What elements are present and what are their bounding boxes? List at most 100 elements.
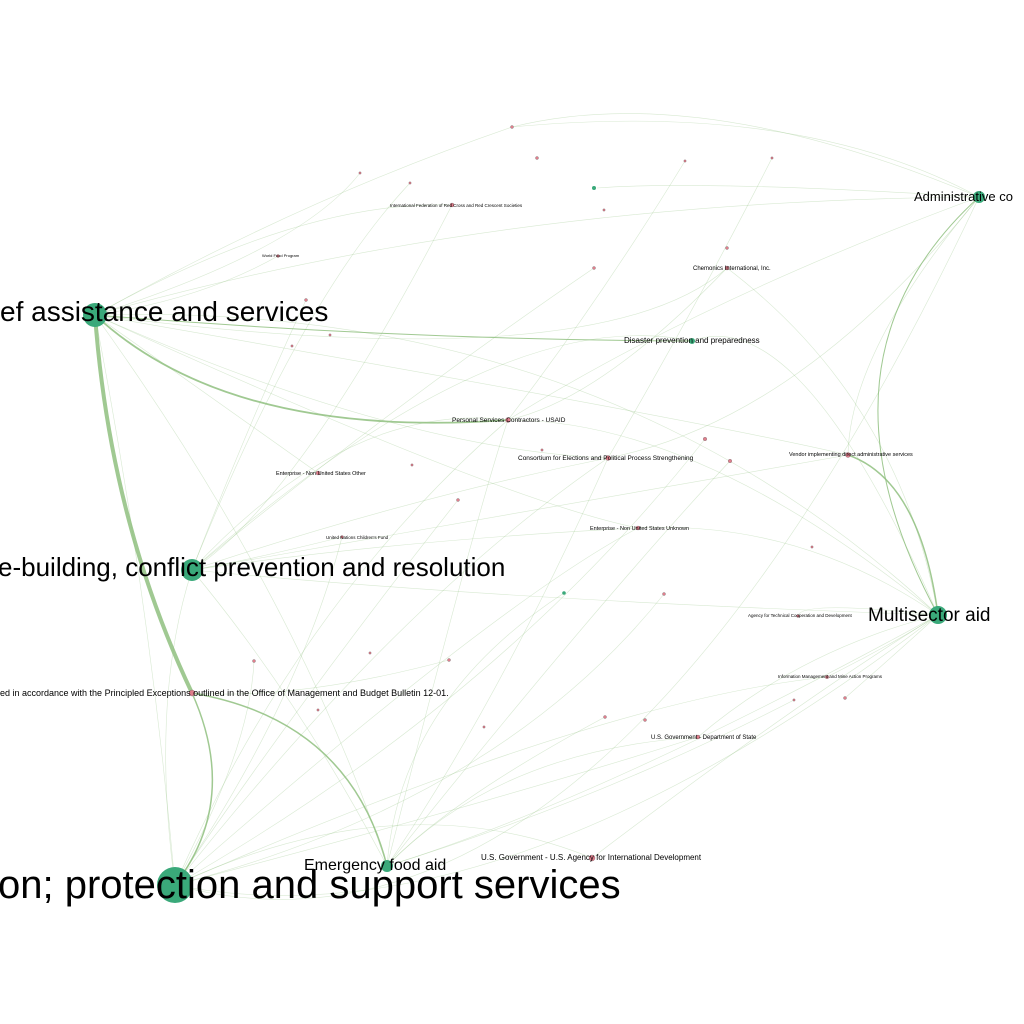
edge [596, 185, 980, 198]
hub-relief-node[interactable] [83, 303, 107, 327]
edge-relief-omb [93, 314, 194, 694]
disaster-node[interactable] [689, 338, 695, 344]
edge [174, 593, 665, 886]
org-node[interactable] [358, 171, 362, 175]
edge [94, 314, 849, 456]
org-node[interactable] [535, 156, 539, 160]
hub-food-label: Emergency food aid [304, 857, 446, 874]
edge [826, 614, 939, 678]
org-node[interactable] [290, 344, 294, 348]
org-node[interactable] [643, 718, 647, 722]
hub-peace-label: e-building, conflict prevention and reso… [0, 552, 505, 582]
edge [94, 126, 513, 316]
edge [174, 824, 593, 886]
org-node[interactable] [482, 725, 486, 729]
hub-admin-node[interactable] [973, 191, 985, 203]
omb-exception-node[interactable] [188, 689, 196, 697]
cepps-label: Consortium for Elections and Political P… [518, 455, 694, 462]
org-node[interactable] [683, 159, 687, 163]
org-node[interactable] [770, 156, 774, 160]
edge [174, 419, 509, 886]
hub-peace-node[interactable] [181, 559, 203, 581]
edge [174, 196, 980, 900]
omb-exception-label: ed in accordance with the Principled Exc… [0, 688, 449, 698]
org-node[interactable] [510, 125, 514, 129]
wfp-node[interactable] [276, 254, 280, 258]
org-node[interactable] [603, 715, 607, 719]
org-node[interactable] [328, 333, 332, 337]
label-layer: ef assistance and services e-building, c… [0, 189, 1013, 907]
org-node[interactable] [703, 437, 707, 441]
edge [797, 607, 939, 617]
org-node[interactable] [725, 246, 729, 250]
org-node[interactable] [592, 266, 596, 270]
unicef-node[interactable] [340, 535, 344, 539]
edge [511, 113, 980, 198]
edge [607, 196, 980, 459]
vendor-admin-label: Vendor implementing direct administrativ… [789, 452, 913, 458]
ifrc-node[interactable] [449, 202, 455, 208]
edge [174, 527, 639, 886]
org-node[interactable] [410, 463, 414, 467]
edge [94, 314, 939, 616]
edge [94, 314, 639, 529]
edge [174, 499, 459, 886]
org-node[interactable] [843, 696, 847, 700]
cepps-node[interactable] [605, 455, 611, 461]
state-dept-node[interactable] [695, 734, 701, 740]
edge-omb-protection [174, 692, 214, 886]
edge-multisector-vendor [847, 454, 939, 616]
edge [386, 716, 606, 867]
org-node[interactable] [602, 208, 606, 212]
hub-protection-label: on; protection and support services [0, 863, 621, 907]
chemonics-node[interactable] [724, 265, 730, 271]
non-us-unknown-node[interactable] [635, 525, 641, 531]
edge [174, 676, 828, 886]
edge [94, 196, 980, 316]
org-node[interactable] [304, 298, 308, 302]
edge [94, 267, 728, 340]
hub-multisector-node[interactable] [929, 606, 947, 624]
org-node[interactable] [456, 498, 460, 502]
org-node[interactable] [368, 651, 372, 655]
org-node[interactable] [810, 545, 814, 549]
org-node[interactable] [662, 592, 666, 596]
chemonics-label: Chemonics International, Inc. [693, 266, 771, 272]
org-node[interactable] [252, 659, 256, 663]
sector-node[interactable] [562, 591, 566, 595]
org-node[interactable] [316, 708, 320, 712]
usaid-gov-node[interactable] [588, 854, 596, 862]
edge [191, 527, 639, 571]
edge [386, 419, 509, 867]
edge-admin-multisector [877, 196, 980, 616]
org-node[interactable] [408, 181, 412, 185]
org-node[interactable] [728, 459, 732, 463]
edge-relief-disaster [94, 314, 693, 342]
edge [386, 460, 731, 867]
hub-relief-label: ef assistance and services [0, 296, 328, 327]
hub-food-node[interactable] [381, 860, 393, 872]
edge [386, 592, 565, 867]
immap-node[interactable] [825, 675, 829, 679]
sector-node[interactable] [592, 186, 596, 190]
edge-relief-psc [94, 314, 509, 424]
edge [607, 157, 773, 459]
edge [174, 536, 343, 886]
edge [191, 299, 307, 571]
psc-usaid-node[interactable] [505, 417, 511, 423]
org-node[interactable] [792, 698, 796, 702]
node-layer [83, 125, 985, 903]
ifrc-label: International Federation of Red Cross an… [390, 203, 523, 208]
org-node[interactable] [540, 448, 544, 452]
org-node[interactable] [447, 658, 451, 662]
atcd-node[interactable] [796, 614, 800, 618]
edge-omb-food [191, 692, 388, 867]
non-us-other-node[interactable] [315, 470, 321, 476]
disaster-label: Disaster prevention and preparedness [624, 336, 760, 345]
hub-protection-node[interactable] [157, 867, 193, 903]
vendor-admin-node[interactable] [845, 452, 851, 458]
edge [191, 457, 609, 571]
edge [844, 614, 939, 699]
state-dept-label: U.S. Government - Department of State [651, 735, 757, 741]
edge [386, 736, 699, 867]
